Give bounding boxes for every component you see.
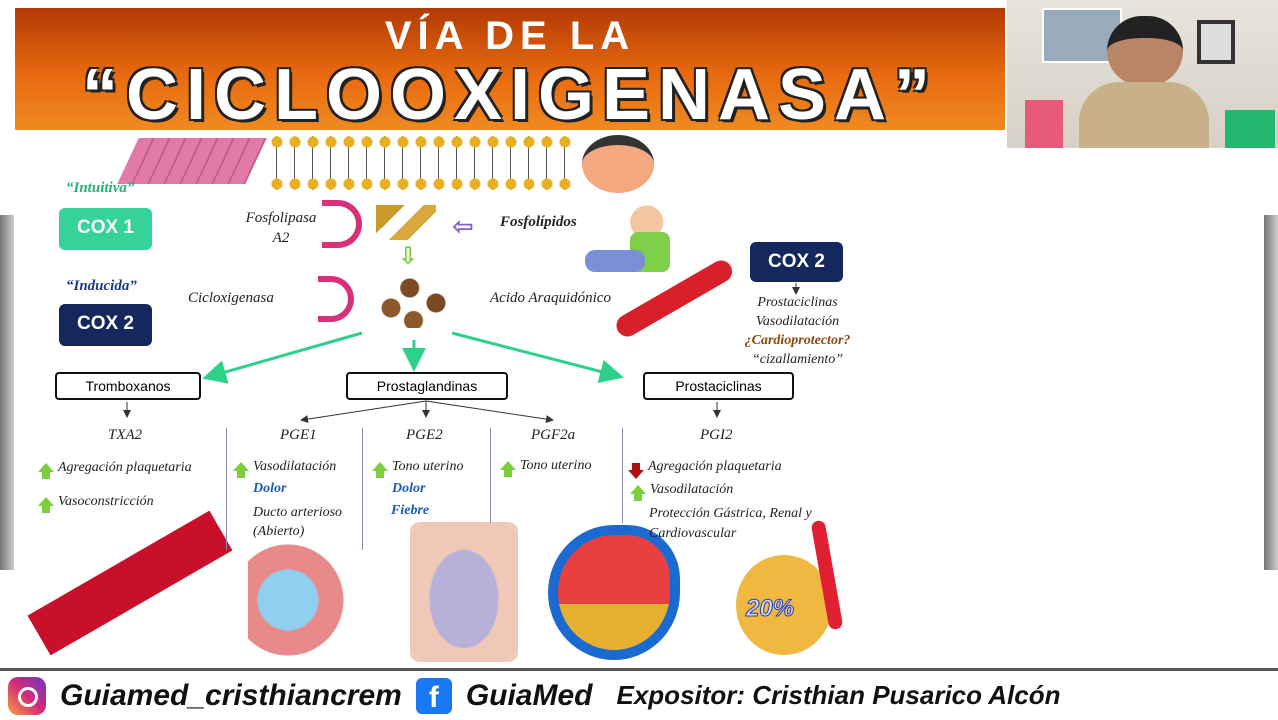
pgi2-proteccion: Protección Gástrica, Renal y Cardiovascu… <box>649 506 812 541</box>
pgf2a-item: Tono uterino <box>500 458 591 478</box>
instagram-handle: Guiamed_cristhiancrem <box>60 678 402 712</box>
pge1-heading: PGE1 <box>280 427 317 443</box>
up-arrow-icon <box>372 462 388 479</box>
facebook-icon: f <box>415 677 452 714</box>
wall-frame <box>1197 20 1235 64</box>
expositor-label: Expositor: Cristhian Pusarico Alcón <box>616 680 1061 710</box>
divider <box>226 428 227 550</box>
phospholipid-fragments <box>376 205 436 240</box>
stomach-image <box>548 525 680 660</box>
membrane-image <box>268 136 573 190</box>
prostaciclinas-box: Prostaciclinas <box>643 372 794 400</box>
pink-box <box>1025 100 1063 148</box>
txa2-item: Vasoconstricción <box>38 494 154 514</box>
cox2-notes: Prostaciclinas Vasodilatación ¿Cardiopro… <box>740 293 855 369</box>
fosfolipidos-label: Fosfolípidos <box>500 214 577 230</box>
kidney-percent-label: 20% <box>745 595 795 623</box>
crying-child-image <box>585 200 680 288</box>
prostaglandinas-box: Prostaglandinas <box>346 372 508 400</box>
footer-bar: Guiamed_cristhiancrem f GuiaMed Exposito… <box>0 668 1278 720</box>
up-arrow-icon <box>500 461 516 478</box>
txa2-item: Agregación plaquetaria <box>38 460 192 480</box>
intuitiva-label: “Intuitiva” <box>66 180 135 196</box>
webcam-overlay <box>1007 0 1278 148</box>
cox1-badge: COX 1 <box>59 208 152 250</box>
pge2-dolor: Dolor <box>392 481 426 496</box>
fosfolipasa-label: Fosfolipasa A2 <box>245 210 317 246</box>
pge2-fiebre: Fiebre <box>391 503 430 518</box>
cardioprotector-label: ¿Cardioprotector? <box>744 333 851 348</box>
pgf2a-heading: PGF2a <box>531 427 576 443</box>
right-edge <box>1264 215 1278 570</box>
pge2-heading: PGE2 <box>406 427 443 443</box>
pgi2-heading: PGI2 <box>700 427 733 443</box>
up-arrow-icon <box>38 497 54 514</box>
title-line2: “CICLOOXIGENASA” <box>81 55 939 135</box>
sick-face-image <box>582 135 654 193</box>
pge1-ducto: Ducto arterioso (Abierto) <box>253 505 343 539</box>
divider <box>362 428 363 550</box>
cicloxigenasa-label: Cicloxigenasa <box>188 290 274 306</box>
arrow-to-tromboxanos <box>202 331 363 384</box>
pgi2-up-item: Vasodilatación <box>630 482 733 502</box>
left-edge <box>0 215 14 570</box>
pge1-dolor: Dolor <box>253 481 287 496</box>
curved-arrow-icon <box>322 200 362 248</box>
up-arrow-icon <box>38 463 54 480</box>
txa2-heading: TXA2 <box>108 427 143 443</box>
divider <box>622 428 623 523</box>
person-head <box>1107 16 1183 86</box>
cizallamiento-label: “cizallamiento” <box>751 352 843 367</box>
arrow-to-prostaciclinas <box>451 331 624 384</box>
pgi2-down-item: Agregación plaquetaria <box>628 459 782 480</box>
arrow-left-icon: ⇦ <box>452 212 474 242</box>
note-line: Vasodilatación <box>755 314 840 329</box>
green-box <box>1225 110 1275 148</box>
title-banner: VÍA DE LA “CICLOOXIGENASA” <box>15 8 1005 135</box>
down-arrow-icon <box>628 463 644 480</box>
pge1-item: Vasodilatación <box>233 459 336 479</box>
instagram-icon <box>8 676 46 715</box>
pregnancy-image <box>410 522 518 662</box>
title-line1: VÍA DE LA <box>384 14 636 58</box>
arrow-down-icon: ⇩ <box>398 242 419 270</box>
kidney-image: 20% <box>736 555 832 655</box>
cox2-right-badge: COX 2 <box>750 242 843 282</box>
facebook-handle: GuiaMed <box>465 678 593 712</box>
arachidonic-acid-image <box>376 278 451 328</box>
heart-image <box>248 540 348 660</box>
note-line: Prostaciclinas <box>757 295 838 310</box>
inducida-label: “Inducida” <box>66 278 137 294</box>
cox2-badge: COX 2 <box>59 304 152 346</box>
person-body <box>1079 82 1209 148</box>
divider <box>490 428 491 523</box>
up-arrow-icon <box>233 462 249 479</box>
acido-label: Acido Araquidónico <box>490 290 611 306</box>
tromboxanos-box: Tromboxanos <box>55 372 201 400</box>
curved-arrow-icon <box>318 276 354 322</box>
pge2-item: Tono uterino <box>372 459 463 479</box>
up-arrow-icon <box>630 485 646 502</box>
